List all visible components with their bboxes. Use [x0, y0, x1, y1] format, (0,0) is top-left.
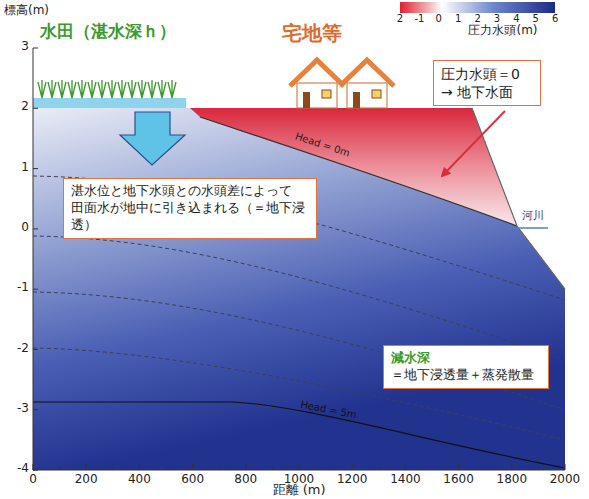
x-tick: [565, 464, 566, 470]
y-tick: [33, 168, 38, 169]
y-tick: [33, 108, 38, 109]
x-tick: [192, 464, 193, 470]
box-text: ＝地下浸透量＋蒸発散量: [391, 367, 541, 384]
scale-label: 1: [455, 13, 461, 25]
tick-label: 2: [21, 100, 29, 114]
riverbank: [472, 108, 565, 289]
callout-box: 湛水位と地下水頭との水頭差によって 田面水が地中に引き込まれる（＝地下浸透）: [63, 178, 317, 239]
scale-title: 圧力水頭(m): [468, 24, 537, 38]
rice-plant: [148, 80, 156, 98]
callout-box: 圧力水頭＝0 → 地下水面: [433, 60, 541, 106]
infiltration-arrow: [120, 112, 185, 165]
scale-label: 0: [436, 13, 442, 25]
rice-plant: [78, 80, 86, 98]
tick-label: -4: [17, 462, 29, 476]
x-tick: [219, 467, 220, 470]
axis-title: 距離 (m): [273, 483, 326, 498]
river-label: 河川: [522, 210, 544, 223]
area-label: 宅地等: [282, 22, 342, 45]
box-text: 湛水位と地下水頭との水頭差によって 田面水が地中に引き込まれる（＝地下浸透）: [71, 183, 309, 234]
rice-plant: [58, 80, 66, 98]
callout-box: 減水深＝地下浸透量＋蒸発散量: [383, 345, 549, 389]
rice-plant: [108, 80, 116, 98]
leader-arrow: [442, 111, 505, 176]
x-tick: [405, 464, 406, 470]
tick-label: 1800: [497, 473, 528, 487]
x-tick: [325, 467, 326, 470]
tick-label: 1600: [443, 473, 474, 487]
tick-label: 200: [75, 473, 98, 487]
scale-label: -1: [414, 13, 424, 25]
rice-plant: [168, 80, 176, 98]
river-surface: [510, 227, 548, 229]
x-tick: [352, 464, 353, 470]
tick-label: 1400: [390, 473, 421, 487]
y-tick: [33, 409, 38, 410]
rice-plant: [48, 80, 56, 98]
tick-label: 1: [21, 161, 29, 175]
y-tick: [33, 349, 38, 350]
x-tick: [33, 464, 34, 470]
contour-lines: [33, 176, 565, 440]
x-tick: [166, 467, 167, 470]
x-tick: [139, 464, 140, 470]
y-tick: [33, 289, 38, 290]
head-five-line: [33, 402, 565, 468]
x-tick: [458, 464, 459, 470]
paddy-water: [33, 98, 186, 108]
rice-plant: [138, 80, 146, 98]
rice-plant: [68, 80, 76, 98]
tick-label: 800: [234, 473, 257, 487]
tick-label: -1: [17, 281, 29, 295]
tick-label: 2000: [550, 473, 581, 487]
x-tick: [538, 467, 539, 470]
rice-plant: [38, 80, 46, 98]
x-tick: [272, 467, 273, 470]
scale-label: 2: [397, 13, 403, 25]
x-tick: [485, 467, 486, 470]
tick-label: 0: [21, 221, 29, 235]
box-text: 圧力水頭＝0 → 地下水面: [441, 65, 533, 101]
y-tick: [33, 228, 38, 229]
rice-plant: [118, 80, 126, 98]
scale-label: 5: [533, 13, 539, 25]
tick-label: -3: [17, 402, 29, 416]
scale-label: 6: [552, 13, 558, 25]
tick-label: -2: [17, 342, 29, 356]
houses: [290, 60, 394, 108]
rice-plant: [88, 80, 96, 98]
rice-plant: [98, 80, 106, 98]
tick-label: 3: [21, 40, 29, 54]
axis-title: 標高(m): [4, 4, 49, 18]
box-heading: 減水深: [391, 350, 541, 367]
ground: [33, 108, 565, 470]
rice-plant: [158, 80, 166, 98]
x-tick: [511, 464, 512, 470]
scale-label: 4: [513, 13, 519, 25]
x-tick: [86, 464, 87, 470]
tick-label: 1200: [337, 473, 368, 487]
tick-label: 600: [181, 473, 204, 487]
x-tick: [378, 467, 379, 470]
rice-plants: [38, 80, 176, 98]
axes: [33, 48, 565, 470]
x-tick: [59, 467, 60, 470]
area-label: 水田（湛水深ｈ）: [40, 22, 176, 42]
rice-plant: [128, 80, 136, 98]
x-tick: [432, 467, 433, 470]
tick-label: 0: [29, 473, 37, 487]
y-tick: [33, 48, 38, 49]
x-tick: [245, 464, 246, 470]
x-tick: [112, 467, 113, 470]
tick-label: 400: [128, 473, 151, 487]
x-tick: [299, 464, 300, 470]
scale-label: 3: [494, 13, 500, 25]
color-bar: [400, 2, 555, 13]
y-tick: [33, 470, 38, 471]
scale-label: 2: [474, 13, 480, 25]
